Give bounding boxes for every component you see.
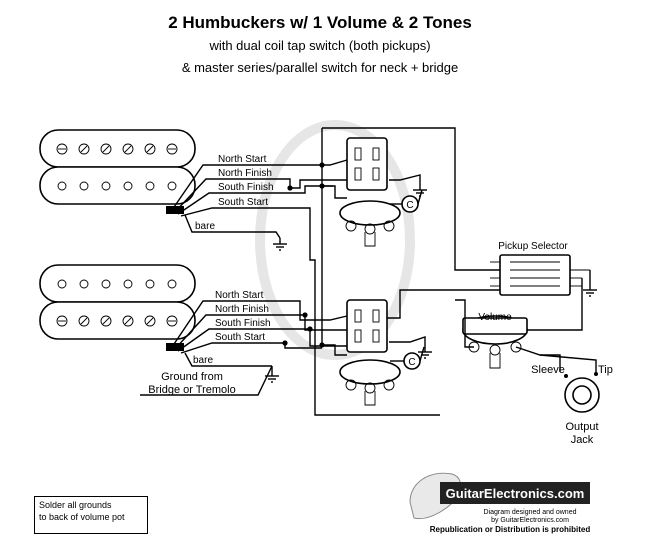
jack-sleeve-label: Sleeve <box>531 364 565 376</box>
bridge-wire-label-north-start: North Start <box>215 290 264 301</box>
jack-name-line1: Output <box>565 421 598 433</box>
neck-tone-capacitor: C <box>390 189 423 213</box>
wire <box>515 346 561 372</box>
diagram-title: 2 Humbuckers w/ 1 Volume & 2 Tones <box>168 13 472 32</box>
neck-wire-label-south-start: South Start <box>218 197 268 208</box>
capacitor-label: C <box>408 357 415 368</box>
diagram-subtitle-1: with dual coil tap switch (both pickups) <box>208 38 430 53</box>
ground-symbol <box>583 286 597 297</box>
bridge-tone-pot <box>339 299 401 406</box>
neck-pole-screws <box>56 143 178 155</box>
neck-wire-label-south-finish: South Finish <box>218 182 274 193</box>
neck-bare-label: bare <box>195 221 215 232</box>
ground-symbol <box>265 366 279 383</box>
bridge-wire-label-north-finish: North Finish <box>215 304 269 315</box>
volume-label: Volume <box>478 312 512 323</box>
volume-pot <box>462 315 528 369</box>
ground-symbol <box>418 348 432 359</box>
bridge-pole-screws <box>56 315 178 327</box>
neck-humbucker <box>39 129 196 214</box>
wire <box>520 278 583 331</box>
solder-note-line1: Solder all grounds <box>39 500 112 510</box>
bridge-tone-capacitor: C <box>390 346 425 370</box>
bridge-ground-wire <box>140 365 273 396</box>
bridge-or-tremolo-label: Bridge or Tremolo <box>148 384 235 396</box>
bridge-lead-clamp <box>166 343 184 351</box>
bridge-pickup-leads <box>171 300 300 367</box>
ground-symbol <box>273 238 287 251</box>
neck-wire-label-north-start: North Start <box>218 154 267 165</box>
pickup-selector-switch <box>490 254 590 296</box>
logo-line3: Republication or Distribution is prohibi… <box>430 525 591 534</box>
jack-name-line2: Jack <box>571 434 594 446</box>
neck-tone-pot <box>339 137 401 247</box>
wire <box>455 299 474 348</box>
logo-line1: Diagram designed and owned <box>483 509 576 516</box>
solder-note-line2: to back of volume pot <box>39 512 125 522</box>
output-jack <box>564 372 600 413</box>
neck-pickup-leads <box>171 164 300 239</box>
junction-dots <box>282 162 325 348</box>
bridge-wire-label-south-start: South Start <box>215 332 265 343</box>
neck-wire-label-north-finish: North Finish <box>218 168 272 179</box>
bridge-pole-slugs <box>57 279 177 289</box>
ground-from-label: Ground from <box>161 371 223 383</box>
bridge-humbucker <box>39 264 196 351</box>
guitarelectronics-logo: GuitarElectronics.com Diagram designed a… <box>409 472 591 534</box>
diagram-subtitle-2: & master series/parallel switch for neck… <box>182 60 458 75</box>
neck-pole-slugs <box>57 181 177 191</box>
jack-tip-label: Tip <box>598 364 613 376</box>
solder-note-box: Solder all grounds to back of volume pot <box>34 496 148 534</box>
neck-lead-clamp <box>166 206 184 214</box>
ground-symbol <box>413 186 427 197</box>
capacitor-label: C <box>406 200 413 211</box>
logo-brand-text: GuitarElectronics.com <box>446 486 585 501</box>
bridge-wire-label-south-finish: South Finish <box>215 318 271 329</box>
wire <box>389 336 426 348</box>
pickup-selector-label: Pickup Selector <box>498 241 568 252</box>
bridge-bare-label: bare <box>193 355 213 366</box>
logo-line2: by GuitarElectronics.com <box>491 517 569 524</box>
wire <box>539 354 597 374</box>
wire <box>389 174 421 186</box>
